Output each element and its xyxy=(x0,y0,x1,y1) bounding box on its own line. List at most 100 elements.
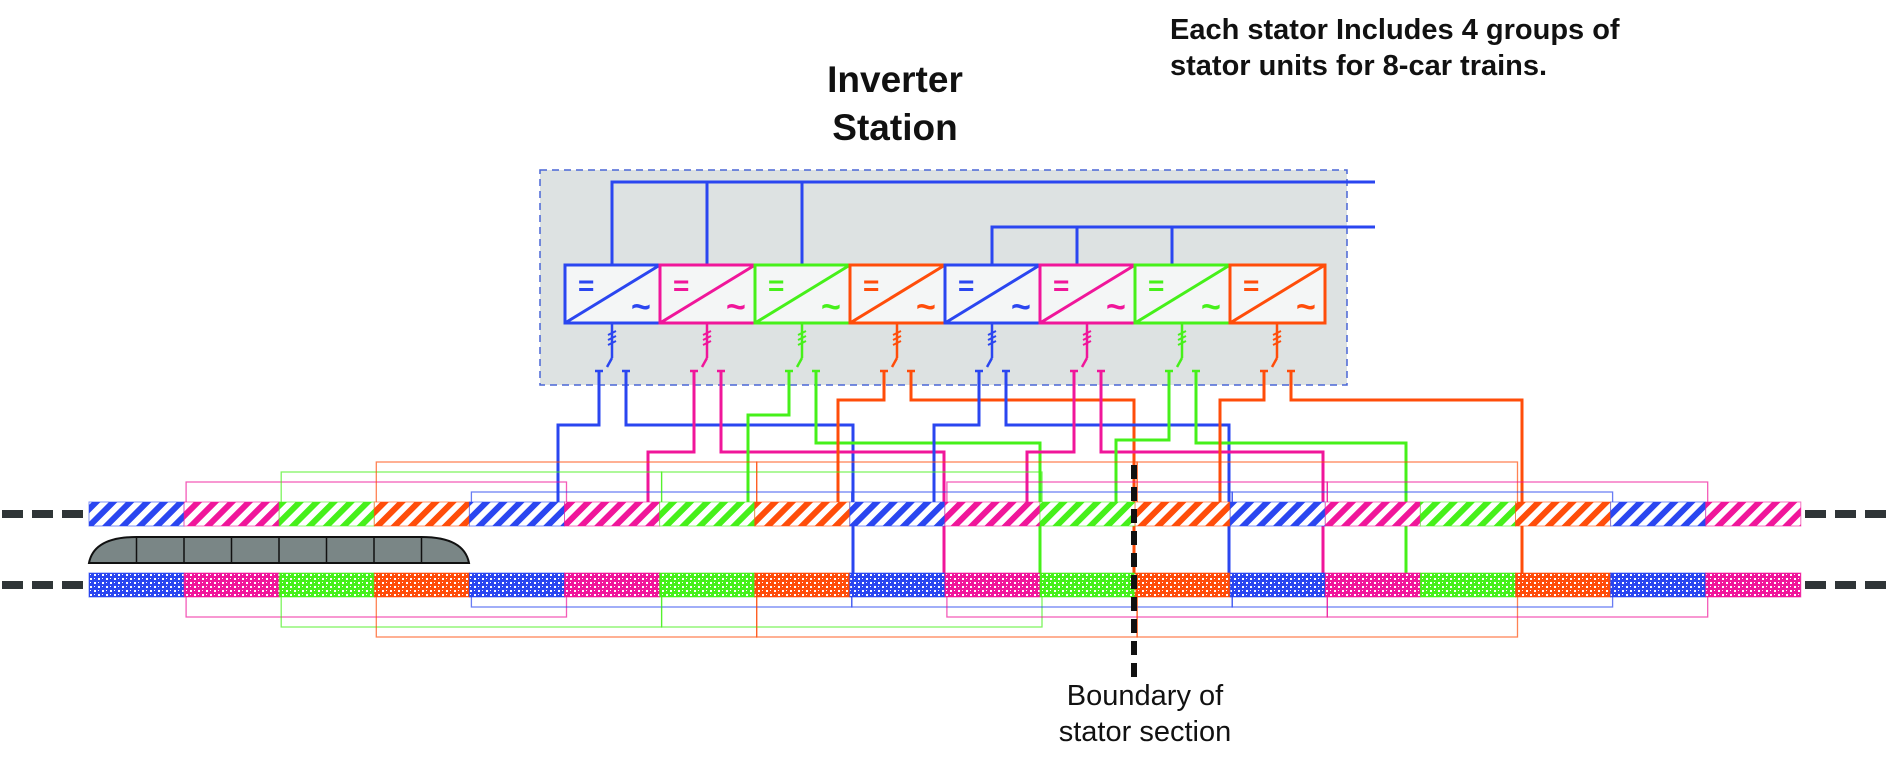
track-dash-left xyxy=(62,581,83,589)
top-stator-segment xyxy=(1610,501,1707,527)
track-dash-right xyxy=(1805,581,1826,589)
three-phase-mark xyxy=(892,330,902,336)
feeder-to-top-stator xyxy=(1114,371,1171,502)
top-stator-segment xyxy=(278,501,375,527)
inverter-units: =~=~=~=~=~=~=~=~ xyxy=(563,263,1327,373)
top-stator-segment xyxy=(468,501,565,527)
feeder-to-top-stator xyxy=(556,371,601,502)
bottom-stator-segment xyxy=(1705,572,1802,598)
feeder-to-bottom-stator xyxy=(624,371,855,573)
top-stator-segment xyxy=(849,501,946,527)
dc-symbol: = xyxy=(578,270,594,301)
bottom-cross-link xyxy=(1326,597,1709,618)
feeder-to-top-stator xyxy=(1025,371,1076,502)
top-cross-link xyxy=(1326,481,1709,502)
track-dash-left xyxy=(2,510,23,518)
top-stator-segment xyxy=(1039,501,1136,527)
ac-symbol: ~ xyxy=(1201,288,1221,326)
station-title-line2: Station xyxy=(832,107,958,148)
feeder-to-top-stator xyxy=(646,371,696,502)
top-stator-segment xyxy=(754,501,851,527)
switch-blade xyxy=(1270,357,1279,368)
three-phase-mark xyxy=(1177,340,1187,346)
top-stator-segment xyxy=(1705,501,1802,527)
bottom-stator-segment xyxy=(88,572,185,598)
track-dash-right xyxy=(1835,510,1856,518)
dc-symbol: = xyxy=(673,270,689,301)
dc-symbol: = xyxy=(1053,270,1069,301)
ac-symbol: ~ xyxy=(916,288,936,326)
switch-blade xyxy=(890,357,899,368)
switch-blade xyxy=(795,357,804,368)
switch-blade xyxy=(605,357,614,368)
top-stator-segment xyxy=(88,501,185,527)
ac-symbol: ~ xyxy=(1011,288,1031,326)
stator-note-line2: stator units for 8-car trains. xyxy=(1170,50,1548,82)
ac-symbol: ~ xyxy=(631,288,651,326)
bottom-stator-segment xyxy=(1515,572,1612,598)
three-phase-mark xyxy=(1082,330,1092,336)
three-phase-mark xyxy=(1082,335,1092,341)
bottom-stator-segment xyxy=(183,572,280,598)
bottom-stator-segment xyxy=(1134,572,1231,598)
bottom-stator-segment xyxy=(1419,572,1517,598)
maglev-train xyxy=(87,536,471,564)
inverter-unit: =~ xyxy=(563,263,662,373)
dc-symbol: = xyxy=(958,270,974,301)
top-stator-segment xyxy=(183,501,280,527)
top-cross-link xyxy=(660,471,1043,502)
track-dash-left xyxy=(32,510,53,518)
switch-blade xyxy=(1175,357,1184,368)
inverter-diagonal xyxy=(1039,263,1136,325)
station-title-line1: Inverter xyxy=(827,59,963,100)
ac-symbol: ~ xyxy=(1296,288,1316,326)
inverter-unit: =~ xyxy=(1133,263,1232,373)
top-stator-segment xyxy=(1419,501,1517,527)
track-continuation-dashes xyxy=(2,510,1886,589)
bottom-stator-segment xyxy=(659,572,756,598)
track-dash-left xyxy=(2,581,23,589)
inverter-diagonal xyxy=(1229,263,1326,325)
stator-note-line1: Each stator Includes 4 groups of xyxy=(1170,14,1620,46)
three-phase-mark xyxy=(1272,330,1282,336)
stator-note: Each stator Includes 4 groups of stator … xyxy=(1170,12,1730,84)
top-stator-segment xyxy=(564,501,661,527)
bottom-cross-link xyxy=(660,597,1043,628)
three-phase-mark xyxy=(702,330,712,336)
feeder-to-top-stator xyxy=(746,371,791,502)
track-dash-right xyxy=(1865,581,1886,589)
track-dash-right xyxy=(1865,510,1886,518)
bottom-stator-segment xyxy=(373,572,470,598)
feeder-to-top-stator xyxy=(1218,371,1266,502)
inverter-diagonal xyxy=(659,263,756,325)
ac-symbol: ~ xyxy=(726,288,746,326)
top-stator-segment xyxy=(1229,501,1326,527)
three-phase-mark xyxy=(892,335,902,341)
track-dash-right xyxy=(1805,510,1826,518)
top-stator-segment xyxy=(1134,501,1231,527)
track-dash-right xyxy=(1835,581,1856,589)
dc-bus-2 xyxy=(990,225,1375,265)
bottom-stator-segment xyxy=(1324,572,1421,598)
dc-symbol: = xyxy=(768,270,784,301)
dc-symbol: = xyxy=(1243,270,1259,301)
inverter-diagonal xyxy=(1134,263,1231,325)
three-phase-mark xyxy=(607,335,617,341)
inverter-unit: =~ xyxy=(1228,263,1327,373)
three-phase-mark xyxy=(702,335,712,341)
three-phase-mark xyxy=(1082,340,1092,346)
inverter-diagonal xyxy=(944,263,1041,325)
three-phase-mark xyxy=(1177,330,1187,336)
bottom-stator-segment xyxy=(849,572,946,598)
inverter-diagonal xyxy=(849,263,946,325)
feeder-to-bottom-stator xyxy=(909,371,1136,573)
top-stator-segment xyxy=(1324,501,1421,527)
inverter-unit: =~ xyxy=(753,263,852,373)
stator-rows xyxy=(88,501,1802,598)
switch-blade xyxy=(700,357,709,368)
boundary-label-line2: stator section xyxy=(1058,716,1232,748)
three-phase-mark xyxy=(892,340,902,346)
dc-bus-lines xyxy=(610,180,1375,265)
bottom-cross-link xyxy=(1231,597,1614,608)
